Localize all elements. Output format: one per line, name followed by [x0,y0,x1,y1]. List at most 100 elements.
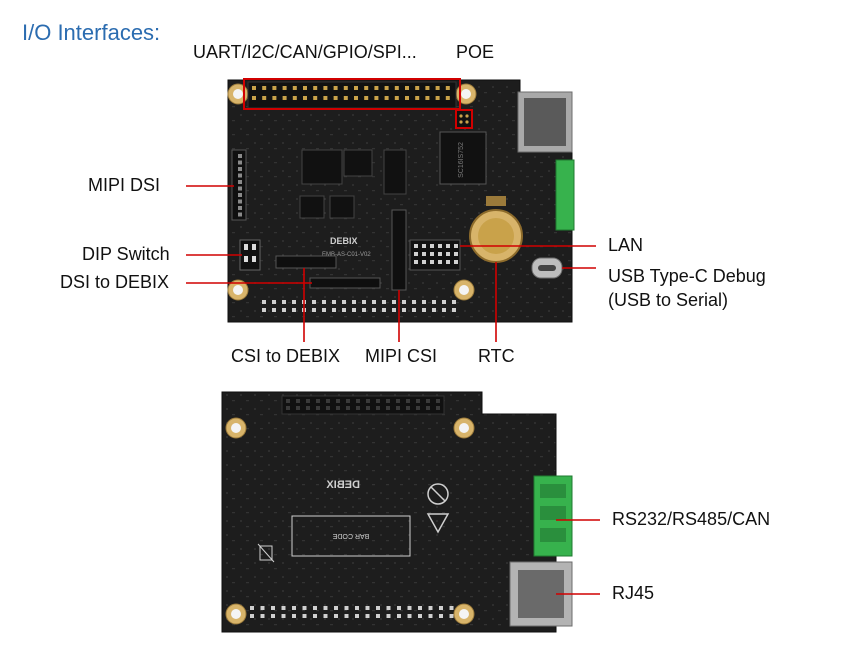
pin [250,606,254,610]
pin [366,399,370,403]
pin [386,606,391,610]
pin [432,300,436,304]
pin [306,406,310,410]
pin [446,260,450,264]
pin [262,96,267,100]
pin [292,86,297,90]
label-rj45: RJ45 [612,583,655,603]
pin [366,406,370,410]
pin [415,86,420,90]
ic-chip [343,149,373,177]
pin [430,260,434,264]
pin [449,614,454,618]
pin [382,308,386,312]
weee-bin-icon [259,545,273,561]
dsi-to-debix-connector [309,277,381,289]
pin [415,96,420,100]
page-title: I/O Interfaces: [22,20,161,45]
pin [250,614,254,618]
pin [323,606,328,610]
pin [336,399,340,403]
terminal-block-top [555,159,575,231]
pin [281,606,286,610]
chip-label: SC16IS752 [458,142,465,178]
pin [333,86,338,90]
gpio-header-back [281,395,445,415]
label-csi-to-debix: CSI to DEBIX [231,346,341,366]
pin [422,252,426,256]
pin [422,308,426,312]
pin [386,406,390,410]
pin [396,406,400,410]
pin [342,300,346,304]
pin [436,399,440,403]
pin [454,252,458,256]
barcode-label: BAR CODE [332,532,369,539]
pin [272,308,276,312]
pin [238,180,242,184]
pin [272,86,277,90]
pin [356,406,360,410]
pin [392,308,396,312]
pin [384,86,389,90]
pin [376,399,380,403]
esd-warning-icon [426,513,450,534]
pin [452,300,456,304]
header-callout-box [243,78,461,110]
pin [438,244,442,248]
pin [281,614,286,618]
pin [333,96,338,100]
label-poe: POE [456,42,495,62]
pin [365,614,370,618]
pin [306,399,310,403]
pin [282,308,286,312]
mipi-csi-connector [391,209,407,291]
pin [286,399,290,403]
pin [372,308,376,312]
pin [312,308,316,312]
pin [296,406,300,410]
pin [449,606,454,610]
debix-logo-back: DEBIX [326,479,360,491]
pin [238,173,242,178]
pin [238,199,242,204]
pin [430,252,434,256]
pin [442,300,446,304]
pin [452,308,456,312]
pin [382,300,386,304]
pin [316,406,320,410]
pin [344,606,349,610]
pin [303,96,307,100]
pin [282,96,287,100]
label-usb-debug: USB Type-C Debug [608,266,766,286]
pin [238,212,242,217]
pin [362,308,366,312]
pin [323,614,328,618]
pin [354,86,358,90]
label-dip-switch: DIP Switch [82,244,170,264]
pin [426,399,430,403]
pin [435,86,440,90]
pb-free-icon [427,483,449,505]
pin [336,406,340,410]
pin [292,300,296,304]
pin [260,606,265,610]
pin [238,154,242,158]
pin [292,308,296,312]
pin [365,606,370,610]
pin [252,86,256,90]
pin [445,86,450,90]
pin [426,406,430,410]
pin [322,308,326,312]
label-lan: LAN [608,235,644,255]
dip-switch [239,239,261,271]
pin [454,260,458,264]
pin [323,86,328,90]
pin [354,96,358,100]
pin [412,300,416,304]
pin [292,614,296,618]
pin [334,614,338,618]
ic-chip [329,195,355,219]
pin [394,86,399,90]
poe-connector [455,109,473,129]
